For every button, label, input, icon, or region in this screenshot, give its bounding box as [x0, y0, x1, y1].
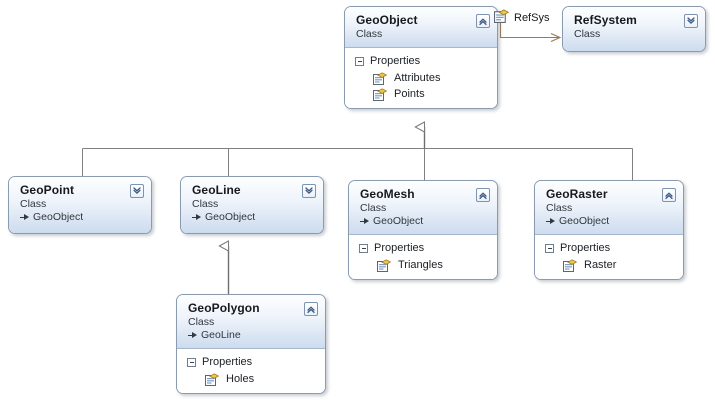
member-row[interactable]: Points [345, 86, 497, 102]
property-icon [377, 258, 391, 272]
inheritance-arrow-icon [360, 217, 370, 226]
class-card-georaster[interactable]: GeoRaster Class GeoObject Properties [534, 180, 684, 280]
chevron-double-up-icon[interactable] [662, 188, 676, 202]
inheritance-arrow-icon [546, 217, 556, 226]
class-header-georaster: GeoRaster Class GeoObject [535, 181, 683, 235]
member-row[interactable]: Triangles [349, 257, 497, 273]
inheritance-arrow-icon [192, 213, 202, 222]
member-label: Raster [584, 259, 617, 271]
class-card-geoobject[interactable]: GeoObject Class Properties [344, 6, 498, 109]
class-name: GeoPoint [20, 183, 75, 197]
compartment-label: Properties [370, 55, 421, 67]
class-card-geopolygon[interactable]: GeoPolygon Class GeoLine Properties [176, 294, 326, 394]
property-icon [373, 87, 387, 101]
compartment-header-properties[interactable]: Properties [349, 240, 497, 257]
class-card-geopoint[interactable]: GeoPoint Class GeoObject [8, 176, 152, 234]
association-label-refsys: RefSys [512, 12, 552, 25]
inheritance-tree-geoobject [82, 148, 633, 180]
class-header-geomesh: GeoMesh Class GeoObject [349, 181, 497, 235]
class-header-geopolygon: GeoPolygon Class GeoLine [177, 295, 325, 349]
class-base: GeoObject [192, 211, 315, 224]
compartment-header-properties[interactable]: Properties [177, 354, 325, 371]
property-icon [563, 258, 577, 272]
property-icon [494, 9, 510, 23]
class-base: GeoObject [20, 211, 143, 224]
class-name: GeoObject [356, 13, 418, 27]
class-header-geoline: GeoLine Class GeoObject [181, 177, 323, 233]
base-class-label: GeoObject [205, 211, 256, 223]
member-row[interactable]: Attributes [345, 70, 497, 86]
member-row[interactable]: Holes [177, 371, 325, 387]
class-body-georaster: Properties Raster [535, 235, 683, 279]
class-stereotype: Class [546, 202, 573, 214]
class-stereotype: Class [356, 28, 383, 40]
compartment-label: Properties [202, 356, 253, 368]
class-body-geomesh: Properties Triangles [349, 235, 497, 279]
collapse-minus-icon[interactable] [187, 358, 196, 367]
class-body-geoobject: Properties Attributes [345, 48, 497, 108]
class-stereotype: Class [574, 28, 601, 40]
base-class-label: GeoObject [33, 211, 84, 223]
class-card-geoline[interactable]: GeoLine Class GeoObject [180, 176, 324, 234]
base-class-label: GeoObject [559, 215, 610, 227]
member-label: Holes [226, 373, 255, 385]
member-label: Attributes [394, 72, 441, 84]
class-card-refsystem[interactable]: RefSystem Class [562, 6, 706, 52]
compartment-label: Properties [560, 242, 611, 254]
class-header-refsystem: RefSystem Class [563, 7, 705, 51]
chevron-double-up-icon[interactable] [476, 188, 490, 202]
collapse-minus-icon[interactable] [359, 244, 368, 253]
class-name: GeoRaster [546, 187, 608, 201]
member-row[interactable]: Raster [535, 257, 683, 273]
inheritance-arrow-icon [188, 331, 198, 340]
class-header-geoobject: GeoObject Class [345, 7, 497, 48]
chevron-double-up-icon[interactable] [304, 302, 318, 316]
class-stereotype: Class [188, 316, 215, 328]
member-label: Triangles [398, 259, 443, 271]
chevron-double-down-icon[interactable] [684, 14, 698, 28]
class-header-geopoint: GeoPoint Class GeoObject [9, 177, 151, 233]
base-class-label: GeoLine [201, 329, 241, 341]
property-icon [373, 71, 387, 85]
property-icon [205, 372, 219, 386]
compartment-header-properties[interactable]: Properties [535, 240, 683, 257]
class-name: GeoMesh [360, 187, 415, 201]
class-base: GeoObject [360, 215, 489, 228]
base-class-label: GeoObject [373, 215, 424, 227]
class-stereotype: Class [360, 202, 387, 214]
class-base: GeoObject [546, 215, 675, 228]
class-name: GeoPolygon [188, 301, 260, 315]
chevron-double-up-icon[interactable] [476, 14, 490, 28]
class-stereotype: Class [20, 198, 47, 210]
class-base: GeoLine [188, 329, 317, 342]
compartment-header-properties[interactable]: Properties [345, 53, 497, 70]
chevron-double-down-icon[interactable] [302, 184, 316, 198]
class-stereotype: Class [192, 198, 219, 210]
class-body-geopolygon: Properties Holes [177, 349, 325, 393]
collapse-minus-icon[interactable] [545, 244, 554, 253]
inheritance-arrow-icon [20, 213, 30, 222]
chevron-double-down-icon[interactable] [130, 184, 144, 198]
class-name: GeoLine [192, 183, 241, 197]
class-name: RefSystem [574, 13, 637, 27]
compartment-label: Properties [374, 242, 425, 254]
class-card-geomesh[interactable]: GeoMesh Class GeoObject Properties [348, 180, 498, 280]
member-label: Points [394, 88, 425, 100]
collapse-minus-icon[interactable] [355, 57, 364, 66]
